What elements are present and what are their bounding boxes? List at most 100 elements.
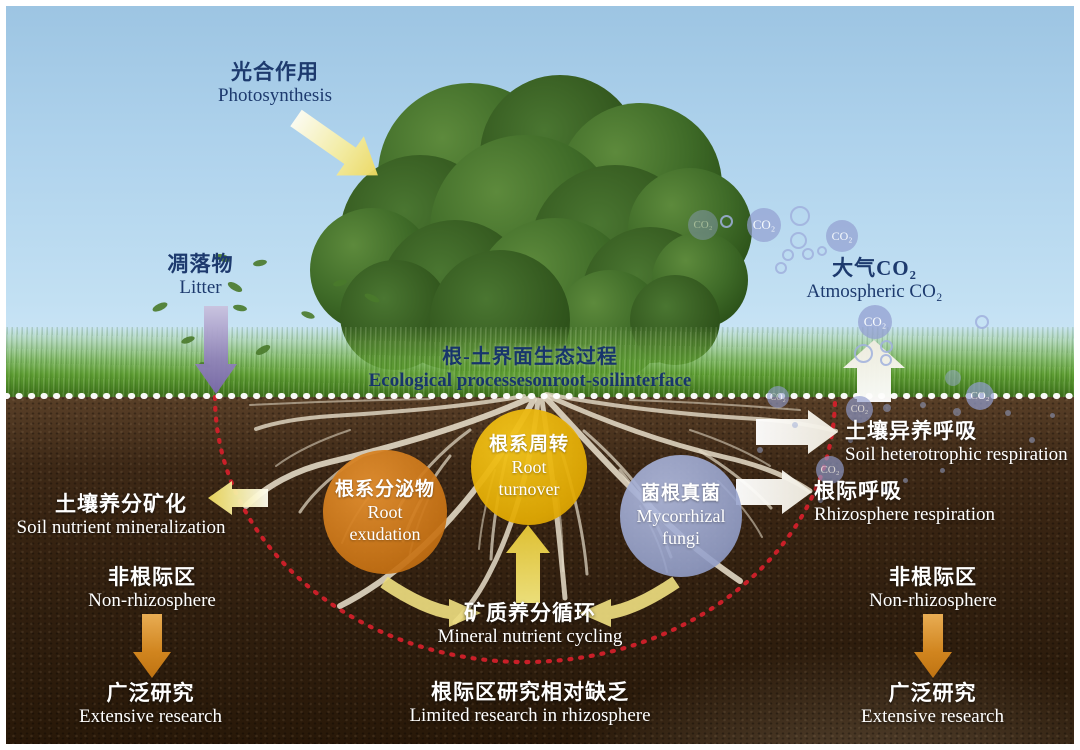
nutrient-cycling-up-arrow xyxy=(506,525,550,603)
rhizosphere-respiration-label: 根际呼吸 Rhizosphere respiration xyxy=(814,479,1034,526)
co2-bubble: CO₂ xyxy=(846,396,873,423)
non-rhizosphere-right-en: Non-rhizosphere xyxy=(869,589,997,611)
mycorrhizal-fungi-circle: 菌根真菌 Mycorrhizal fungi xyxy=(620,455,742,577)
co2-dot xyxy=(920,402,926,408)
co2-dot xyxy=(883,486,891,494)
root-turnover-en1: Root xyxy=(511,456,547,477)
mycorrhizal-fungi-zh: 菌根真菌 xyxy=(640,483,721,505)
co2-dot xyxy=(848,438,853,443)
atmospheric-co2-zh: 大气CO₂ xyxy=(832,256,917,280)
root-turnover-circle: 根系周转 Root turnover xyxy=(471,409,587,525)
rhizosphere-respiration-en: Rhizosphere respiration xyxy=(814,503,995,525)
co2-ring xyxy=(880,340,893,353)
limited-research-en: Limited research in rhizosphere xyxy=(409,704,651,726)
co2-dot xyxy=(1029,437,1035,443)
co2-bubble: CO₂ xyxy=(688,210,718,240)
cycling-curved-arrow-right xyxy=(579,576,680,627)
non-rhizosphere-left-en: Non-rhizosphere xyxy=(88,589,216,611)
mineralization-arrow xyxy=(208,481,268,515)
co2-bubble: CO₂ xyxy=(747,208,781,242)
co2-bubble: CO₂ xyxy=(858,305,892,339)
co2-bubble: CO₂ xyxy=(816,456,844,484)
mycorrhizal-fungi-en2: fungi xyxy=(662,527,700,548)
litter-arrow xyxy=(195,306,237,394)
grass xyxy=(0,327,1080,397)
interface-title-en: Ecological processesonroot-soilinterface xyxy=(368,369,692,391)
heterotrophic-respiration-en: Soil heterotrophic respiration xyxy=(845,443,1068,465)
root-exudation-zh: 根系分泌物 xyxy=(334,479,435,501)
cycling-curved-arrow-left xyxy=(380,576,481,627)
heterotrophic-respiration-zh: 土壤异养呼吸 xyxy=(845,419,977,443)
co2-dot xyxy=(883,404,891,412)
co2-dot xyxy=(1050,413,1055,418)
non-rhizosphere-right-label: 非根际区 Non-rhizosphere xyxy=(833,565,1033,612)
mineral-cycling-zh: 矿质养分循环 xyxy=(464,601,596,625)
rhizosphere-respiration-arrow xyxy=(736,470,812,514)
interface-title-zh: 根-土界面生态过程 xyxy=(442,346,618,368)
photosynthesis-en: Photosynthesis xyxy=(217,84,333,106)
heterotrophic-respiration-arrow xyxy=(756,410,838,454)
co2-ring xyxy=(720,215,733,228)
extensive-research-right-zh: 广泛研究 xyxy=(888,681,977,705)
co2-ring xyxy=(817,246,827,256)
extensive-research-left-en: Extensive research xyxy=(79,705,222,727)
soil-nutrient-mineralization-label: 土壤养分矿化 Soil nutrient mineralization xyxy=(2,492,240,539)
rhizosphere-respiration-zh: 根际呼吸 xyxy=(814,479,902,503)
root-exudation-en1: Root xyxy=(367,501,403,522)
litter-label: 凋落物 Litter xyxy=(128,252,273,299)
co2-dot xyxy=(945,370,961,386)
co2-ring xyxy=(790,232,807,249)
co2-bubble: CO₂ xyxy=(767,386,789,408)
soil-heterotrophic-respiration-label: 土壤异养呼吸 Soil heterotrophic respiration xyxy=(845,419,1077,466)
co2-ring xyxy=(782,249,794,261)
limited-research-zh: 根际区研究相对缺乏 xyxy=(431,680,629,704)
non-rhizosphere-left-zh: 非根际区 xyxy=(108,565,196,589)
co2-bubble: CO₂ xyxy=(966,382,994,410)
atmospheric-co2-en: Atmospheric CO₂ xyxy=(806,280,943,302)
co2-dot xyxy=(903,478,908,483)
mineralization-zh: 土壤养分矿化 xyxy=(55,492,187,516)
non-rhizosphere-left-arrow xyxy=(133,614,171,678)
extensive-research-left-zh: 广泛研究 xyxy=(106,681,195,705)
root-turnover-zh: 根系周转 xyxy=(488,434,569,456)
falling-leaves xyxy=(152,254,380,368)
photosynthesis-label: 光合作用 Photosynthesis xyxy=(165,60,385,107)
co2-dot xyxy=(953,408,961,416)
co2-dot xyxy=(966,426,974,434)
root-exudation-en2: exudation xyxy=(349,523,421,544)
root-exudation-circle: 根系分泌物 Root exudation xyxy=(323,450,447,574)
co2-ring xyxy=(975,315,989,329)
root-turnover-en2: turnover xyxy=(498,478,560,499)
non-rhizosphere-right-arrow xyxy=(914,614,952,678)
co2-ring xyxy=(880,354,892,366)
co2-ring xyxy=(802,248,814,260)
co2-bubble: CO₂ xyxy=(826,220,858,252)
mineral-nutrient-cycling-label: 矿质养分循环 Mineral nutrient cycling xyxy=(398,601,662,648)
litter-zh: 凋落物 xyxy=(167,252,234,276)
red-dashed-rhizosphere-boundary xyxy=(212,394,838,665)
co2-ring xyxy=(775,262,787,274)
co2-dot xyxy=(757,447,763,453)
atmospheric-co2-label: 大气CO₂ Atmospheric CO₂ xyxy=(762,256,987,303)
extensive-research-left-label: 广泛研究 Extensive research xyxy=(38,681,263,728)
co2-dot xyxy=(909,452,915,458)
co2-ring xyxy=(854,344,873,363)
non-rhizosphere-right-zh: 非根际区 xyxy=(889,565,977,589)
mineral-cycling-en: Mineral nutrient cycling xyxy=(437,625,623,647)
non-rhizosphere-left-label: 非根际区 Non-rhizosphere xyxy=(52,565,252,612)
co2-dot xyxy=(940,468,945,473)
co2-dot xyxy=(792,422,798,428)
litter-en: Litter xyxy=(179,276,222,298)
co2-ring xyxy=(790,206,810,226)
co2-dot xyxy=(1005,410,1011,416)
extensive-research-right-label: 广泛研究 Extensive research xyxy=(820,681,1045,728)
mineralization-en: Soil nutrient mineralization xyxy=(16,516,226,538)
interface-title: 根-土界面生态过程 Ecological processesonroot-soi… xyxy=(320,346,740,392)
limited-research-label: 根际区研究相对缺乏 Limited research in rhizospher… xyxy=(368,680,692,727)
extensive-research-right-en: Extensive research xyxy=(861,705,1004,727)
soil-co2-efflux-arrow xyxy=(843,340,905,402)
photosynthesis-arrow xyxy=(290,109,378,176)
photosynthesis-zh: 光合作用 xyxy=(231,60,319,84)
mycorrhizal-fungi-en1: Mycorrhizal xyxy=(636,505,726,526)
